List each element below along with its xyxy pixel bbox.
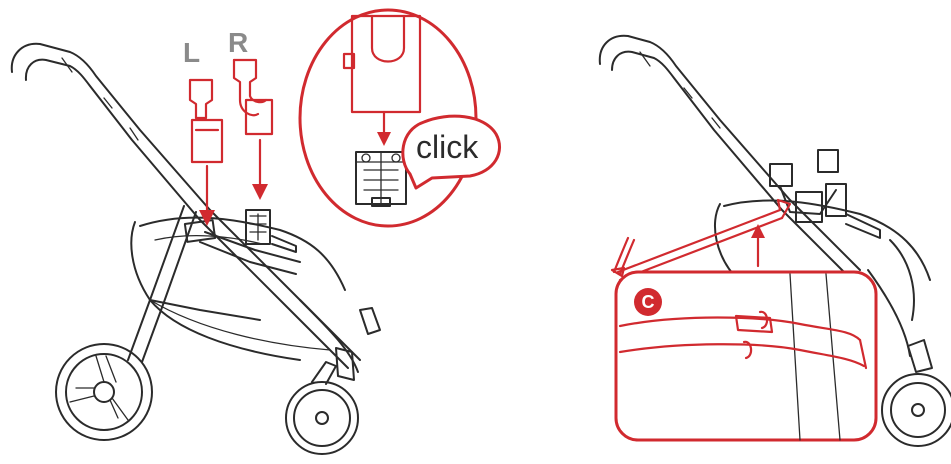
insert-arrow-right — [252, 140, 268, 200]
left-adapter-label: L — [183, 37, 200, 68]
step-badge-label: C — [642, 292, 655, 312]
step-badge: C — [634, 288, 662, 316]
right-adapter-label: R — [228, 27, 248, 58]
right-adapter-part — [234, 60, 272, 134]
left-adapter-part — [190, 80, 222, 162]
harness-strap — [612, 200, 790, 280]
click-speech-bubble: click — [403, 116, 500, 188]
click-text: click — [416, 129, 479, 165]
